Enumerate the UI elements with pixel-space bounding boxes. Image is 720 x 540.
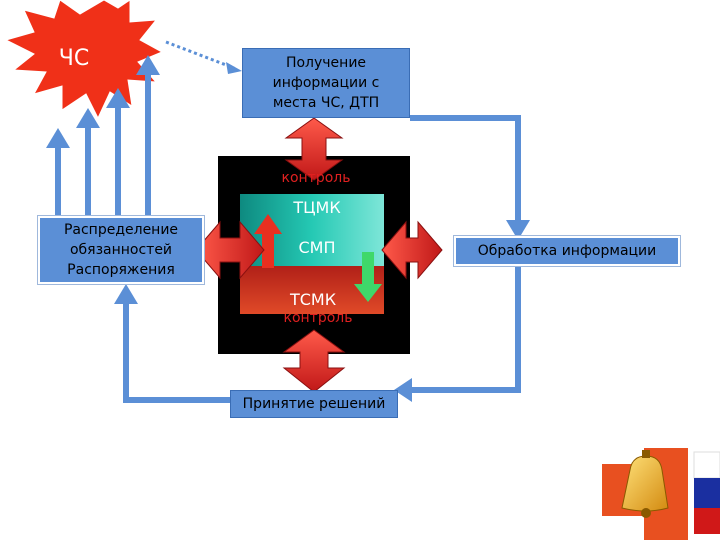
upward-arrows bbox=[46, 55, 160, 218]
connector-receive-processing bbox=[410, 115, 530, 240]
receive-info-label: Получение информации с места ЧС, ДТП bbox=[272, 55, 380, 111]
receive-info-box: Получение информации с места ЧС, ДТП bbox=[242, 48, 410, 118]
distribution-label: Распределение обязанностей Распоряжения bbox=[63, 222, 179, 278]
connector-decision-distribution bbox=[114, 284, 232, 403]
processing-label: Обработка информации bbox=[477, 243, 657, 259]
unit-smp-label: СМП bbox=[298, 238, 336, 257]
control-bottom-label: контроль bbox=[283, 310, 353, 326]
arrow-right-double bbox=[381, 220, 443, 280]
emergency-label: ЧС bbox=[58, 46, 90, 71]
emergency-burst bbox=[4, 0, 164, 120]
unit-tcmk-label: ТЦМК bbox=[293, 198, 341, 217]
unit-tsmk-label: ТСМК bbox=[289, 290, 337, 309]
connector-processing-decision bbox=[394, 264, 521, 402]
distribution-box: Распределение обязанностей Распоряжения bbox=[38, 216, 204, 284]
processing-box: Обработка информации bbox=[454, 236, 680, 266]
inner-down-arrow bbox=[354, 252, 382, 302]
control-top-label: контроль bbox=[281, 170, 351, 186]
decision-label: Принятие решений bbox=[242, 396, 386, 412]
inner-up-arrow bbox=[254, 214, 282, 268]
arrow-left-double bbox=[195, 220, 265, 280]
bell-logo bbox=[602, 448, 720, 540]
dotted-arrow bbox=[165, 40, 242, 74]
decision-box: Принятие решений bbox=[230, 390, 398, 418]
arrow-top-double bbox=[284, 117, 344, 181]
